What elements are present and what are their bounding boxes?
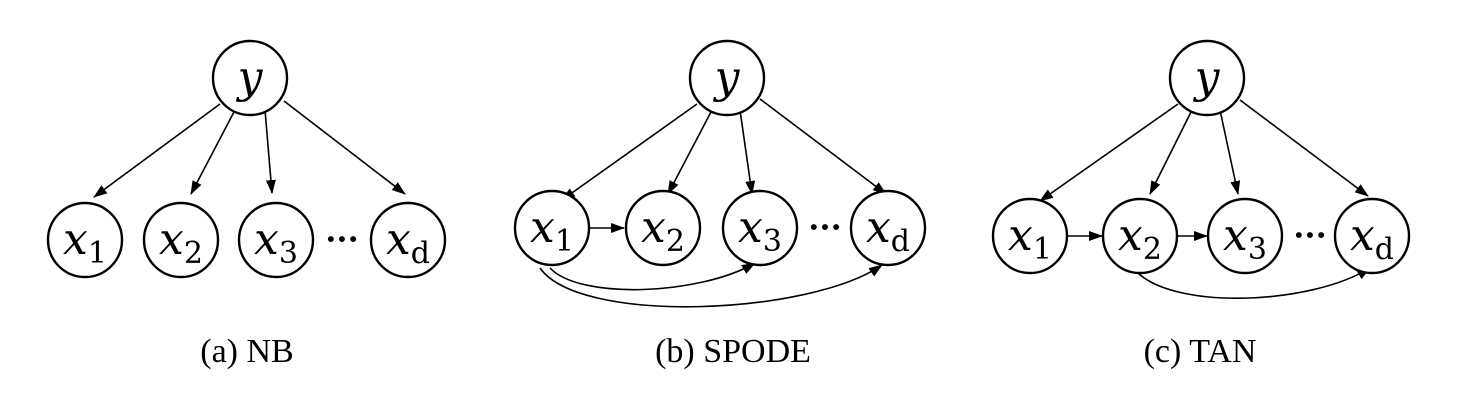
node-x1: x1: [991, 197, 1069, 275]
svg-text:x1: x1: [63, 214, 107, 271]
panel-spode: y x1 x2 x3 ··· xd (b): [513, 39, 927, 370]
node-x1: x1: [46, 201, 124, 279]
node-xd-main: x: [386, 214, 411, 265]
edge-y-x1: [93, 103, 221, 198]
node-x3: x3: [1206, 197, 1284, 275]
node-xd: xd: [1333, 197, 1411, 275]
node-xd-sub: d: [891, 224, 910, 259]
node-xd: xd: [369, 201, 447, 279]
svg-text:x3: x3: [1223, 210, 1267, 267]
svg-text:y: y: [236, 52, 264, 103]
edge-y-x2: [667, 109, 713, 195]
edge-x2-xd: [1136, 267, 1371, 300]
node-y: y: [688, 39, 766, 117]
node-x3-sub: 3: [1248, 232, 1267, 267]
node-x3-sub: 3: [279, 236, 298, 271]
edge-y-xd: [283, 100, 406, 195]
svg-text:x2: x2: [159, 214, 203, 271]
panel-nb: y x1 x2 x3 ··· xd: [46, 39, 447, 370]
node-x2: x2: [624, 189, 702, 267]
node-x3-main: x: [738, 202, 763, 253]
panel-tan: y x1 x2 x3 ··· xd (c): [991, 39, 1411, 370]
node-y: y: [1168, 39, 1246, 117]
edge-y-xd: [759, 98, 887, 195]
edge-y-x3: [739, 109, 756, 195]
node-x3-main: x: [1223, 210, 1248, 261]
edge-y-x3: [1219, 109, 1241, 195]
node-x2-main: x: [641, 202, 666, 253]
node-x2-sub: 2: [184, 236, 203, 271]
node-x2-sub: 2: [1143, 232, 1162, 267]
node-y-label: y: [236, 52, 264, 103]
edge-x1-xd: [539, 264, 883, 308]
node-x1-sub: 1: [1033, 232, 1052, 267]
svg-text:x3: x3: [254, 214, 298, 271]
svg-text:xd: xd: [386, 214, 430, 271]
svg-text:xd: xd: [866, 202, 910, 259]
node-x3-main: x: [254, 214, 279, 265]
node-y: y: [211, 39, 289, 117]
node-xd-sub: d: [411, 236, 430, 271]
node-x2: x2: [1101, 197, 1179, 275]
caption-tan: (c) TAN: [1144, 333, 1257, 370]
node-x2: x2: [142, 201, 220, 279]
node-x1-main: x: [1008, 210, 1033, 261]
svg-text:x2: x2: [641, 202, 685, 259]
node-x1-main: x: [530, 202, 555, 253]
node-xd-main: x: [1350, 210, 1375, 261]
svg-text:x3: x3: [738, 202, 782, 259]
node-x2-main: x: [159, 214, 184, 265]
node-xd: xd: [849, 189, 927, 267]
edge-y-x3: [264, 109, 276, 194]
node-y-label: y: [713, 52, 741, 103]
node-x1-sub: 1: [555, 224, 574, 259]
ellipsis: ···: [325, 220, 358, 258]
node-xd-main: x: [866, 202, 891, 253]
svg-text:x2: x2: [1118, 210, 1162, 267]
node-x1-sub: 1: [88, 236, 107, 271]
edge-y-x1: [1039, 103, 1179, 202]
svg-text:x1: x1: [530, 202, 574, 259]
edge-y-xd: [1239, 99, 1369, 197]
edge-y-x1: [561, 103, 698, 201]
edge-y-x2: [190, 109, 236, 195]
svg-text:x1: x1: [1008, 210, 1052, 267]
edge-x1-x3: [549, 262, 756, 291]
svg-text:xd: xd: [1350, 210, 1394, 267]
node-x3: x3: [721, 189, 799, 267]
caption-spode: (b) SPODE: [655, 333, 811, 370]
node-x3: x3: [237, 201, 315, 279]
node-x3-sub: 3: [763, 224, 782, 259]
node-y-label: y: [1193, 52, 1221, 103]
ellipsis: ···: [1293, 216, 1326, 254]
node-x2-sub: 2: [666, 224, 685, 259]
caption-nb: (a) NB: [200, 333, 293, 370]
ellipsis: ···: [808, 208, 841, 246]
node-x2-main: x: [1118, 210, 1143, 261]
node-xd-sub: d: [1375, 232, 1394, 267]
svg-text:y: y: [1193, 52, 1221, 103]
edge-y-x2: [1149, 109, 1193, 195]
node-x1: x1: [513, 189, 591, 267]
svg-text:y: y: [713, 52, 741, 103]
node-x1-main: x: [63, 214, 88, 265]
